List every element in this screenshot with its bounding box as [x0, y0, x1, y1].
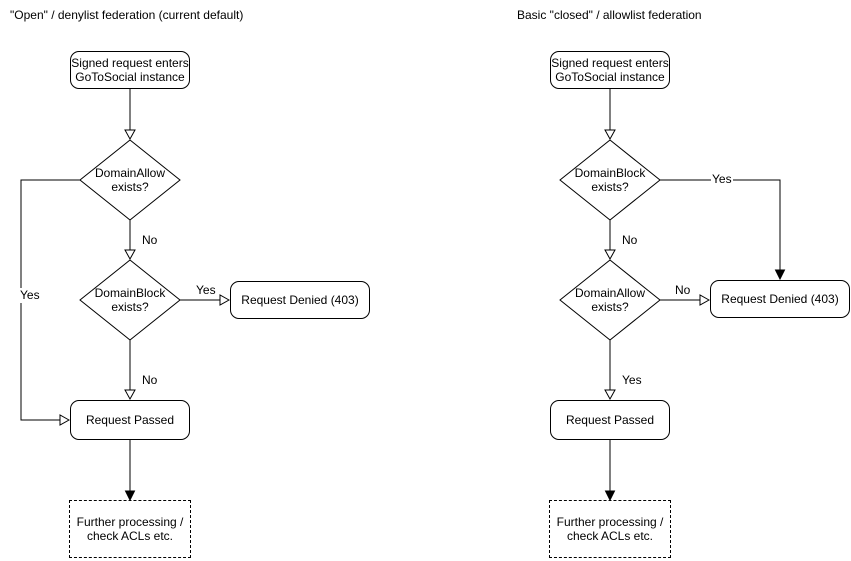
left-edge-decision1-no: [124, 220, 136, 261]
left-edge-decision2-no: [124, 340, 136, 401]
left-edge-decision2-yes-to-denied: [180, 294, 231, 306]
left-decision2-diamond: [79, 259, 181, 341]
left-edge-start-to-decision1: [124, 89, 136, 141]
right-decision2-diamond: [559, 259, 661, 341]
right-edge-decision2-yes: [604, 340, 616, 401]
left-edge-passed-to-further: [124, 440, 136, 502]
right-chart-title: Basic "closed" / allowlist federation: [517, 8, 702, 22]
left-denied-node: Request Denied (403): [230, 281, 370, 319]
left-decision2-yes-label: Yes: [195, 283, 217, 298]
right-further-node: Further processing / check ACLs etc.: [549, 500, 671, 558]
left-passed-node: Request Passed: [70, 400, 190, 440]
left-further-node: Further processing / check ACLs etc.: [69, 500, 191, 558]
left-decision1-diamond: [79, 139, 181, 221]
right-edge-decision1-yes-to-denied: [660, 179, 786, 281]
right-decision2-yes-label: Yes: [621, 373, 643, 388]
right-edge-passed-to-further: [604, 440, 616, 502]
left-decision1-yes-label: Yes: [19, 288, 41, 303]
left-start-node: Signed request enters GoToSocial instanc…: [70, 51, 190, 89]
right-start-node: Signed request enters GoToSocial instanc…: [550, 51, 670, 89]
right-decision1-yes-label: Yes: [711, 172, 733, 187]
right-passed-node: Request Passed: [550, 400, 670, 440]
right-decision1-diamond: [559, 139, 661, 221]
right-edge-decision1-no: [604, 220, 616, 261]
right-denied-node: Request Denied (403): [710, 280, 850, 318]
right-decision2-no-label: No: [674, 283, 692, 298]
left-decision1-no-label: No: [141, 233, 159, 248]
right-edge-start-to-decision1: [604, 89, 616, 141]
right-edge-decision2-no-to-denied: [660, 294, 711, 306]
left-chart-title: "Open" / denylist federation (current de…: [10, 8, 244, 22]
left-decision2-no-label: No: [141, 373, 159, 388]
right-decision1-no-label: No: [621, 233, 639, 248]
